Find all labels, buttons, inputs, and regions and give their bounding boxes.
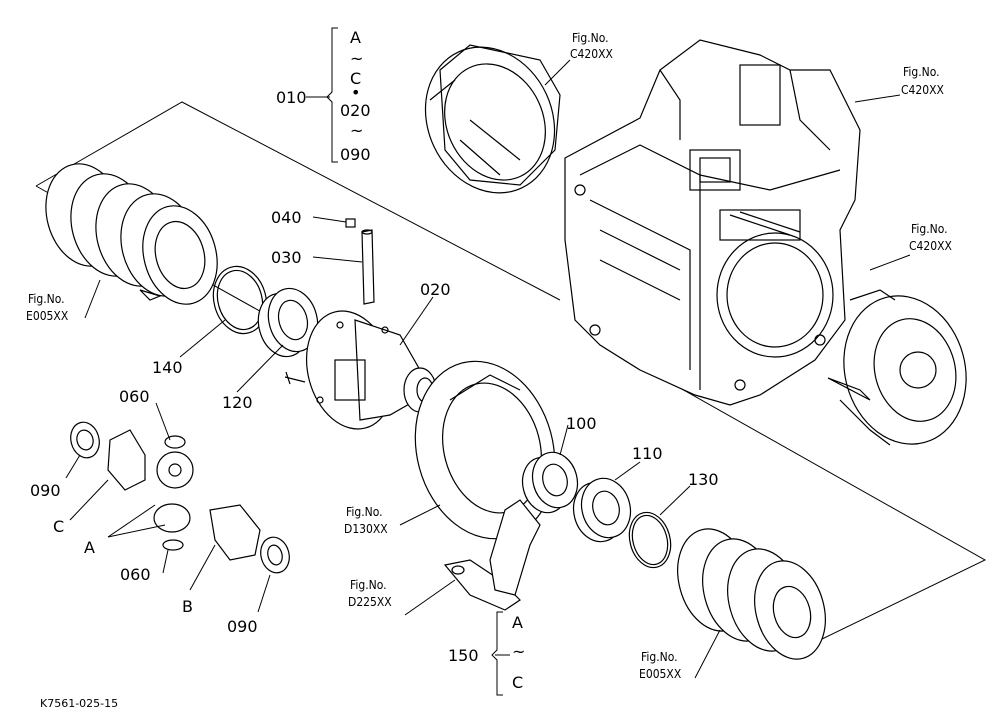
fig-ref-e005-bottom-label: Fig.No. (641, 650, 678, 664)
callout-020: 020 (420, 280, 451, 299)
bearing-120 (257, 287, 319, 358)
callout-c-bottom: C (512, 673, 523, 692)
callout-090-bottom: 090 (227, 617, 258, 636)
fig-ref-c420-right-code: C420XX (901, 83, 945, 97)
fig-ref-e005-left-code: E005XX (26, 309, 69, 323)
pin-040 (345, 218, 356, 228)
callout-120: 120 (222, 393, 253, 412)
callout-tilde-3: ~ (512, 642, 525, 661)
callout-150: 150 (448, 646, 479, 665)
snap-ring-130 (628, 511, 672, 569)
shift-fork (443, 499, 541, 611)
fig-ref-c420-top-code: C420XX (570, 47, 614, 61)
leader-lines (65, 59, 911, 679)
bearing-110 (572, 477, 632, 543)
callout-a-bottom: A (512, 613, 523, 632)
callout-060-top: 060 (119, 387, 150, 406)
fig-ref-c420-right-label: Fig.No. (903, 65, 940, 79)
fig-ref-c420-top-label: Fig.No. (572, 31, 609, 45)
clutch-housing-top (424, 44, 561, 194)
ring-gear (414, 360, 556, 540)
fig-ref-e005-bottom-code: E005XX (639, 667, 682, 681)
pin-030 (361, 229, 375, 305)
callout-010: 010 (276, 88, 307, 107)
fig-ref-c420-mid-code: C420XX (909, 239, 953, 253)
callout-090-left: 090 (30, 481, 61, 500)
callout-100: 100 (566, 414, 597, 433)
fig-ref-d130-label: Fig.No. (346, 505, 383, 519)
mark-b: B (182, 597, 193, 616)
differential-gears (70, 421, 290, 574)
mark-a: A (84, 538, 95, 557)
callout-040: 040 (271, 208, 302, 227)
callout-tilde-2: ~ (350, 121, 363, 140)
callout-a-top: A (350, 28, 361, 47)
callout-c-top: C (350, 69, 361, 88)
callout-140: 140 (152, 358, 183, 377)
callout-060-bottom: 060 (120, 565, 151, 584)
bearing-100 (521, 451, 579, 514)
snap-ring-140 (212, 265, 268, 335)
fig-ref-d225-code: D225XX (348, 595, 392, 609)
callout-tilde-1: ~ (350, 49, 363, 68)
fig-ref-e005-left-label: Fig.No. (28, 292, 65, 306)
callout-110: 110 (632, 444, 663, 463)
fig-ref-c420-mid-label: Fig.No. (911, 222, 948, 236)
fig-ref-d225-label: Fig.No. (350, 578, 387, 592)
callout-020-group: 020 (340, 101, 371, 120)
clutch-pack-bottom (677, 528, 826, 660)
callout-130: 130 (688, 470, 719, 489)
callout-090-group: 090 (340, 145, 371, 164)
rear-cover (827, 289, 967, 446)
fig-ref-d130-code: D130XX (344, 522, 388, 536)
group-bracket-bottom (491, 611, 503, 696)
mark-c: C (53, 517, 64, 536)
group-bracket-top (326, 27, 338, 163)
transmission-case (564, 39, 861, 406)
callout-030: 030 (271, 248, 302, 267)
clutch-pack-left (45, 163, 218, 305)
callout-dot: • (351, 83, 360, 102)
drawing-code: K7561-025-15 (40, 697, 118, 710)
